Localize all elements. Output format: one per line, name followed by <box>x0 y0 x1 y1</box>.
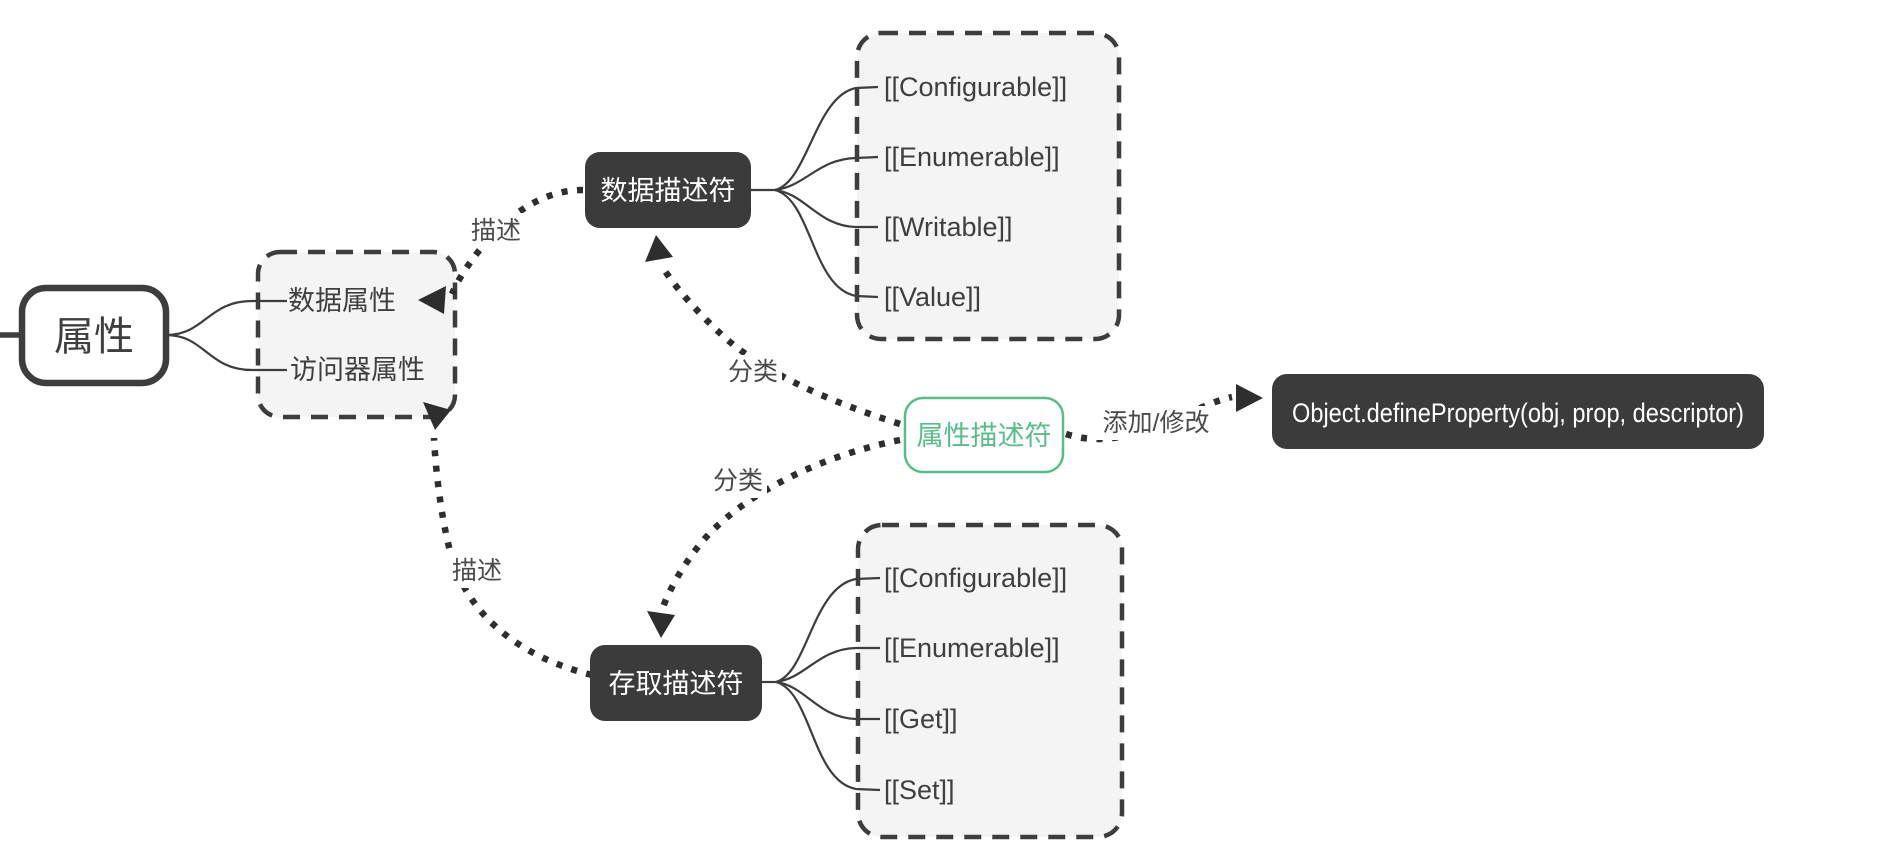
list-item-data-property[interactable]: 数据属性 <box>288 286 396 316</box>
arrow-left-icon <box>418 286 446 314</box>
edge-label-classify-top: 分类 <box>728 358 778 386</box>
arrow-down-icon <box>647 611 675 638</box>
node-accessor-descriptor-shape[interactable] <box>590 645 762 721</box>
connector-accessor-configurable <box>775 576 881 684</box>
label-bg <box>1096 406 1217 440</box>
node-define-property-shape[interactable] <box>1272 374 1764 449</box>
node-property-descriptor-shape[interactable] <box>903 396 1065 474</box>
connector-accessor-enumerable <box>775 646 880 684</box>
label-bg <box>724 355 782 389</box>
data-descriptor-attributes-box[interactable] <box>854 30 1122 342</box>
connector-root-accessor-property <box>165 333 287 372</box>
node-data-descriptor-label: 数据描述符 <box>601 176 736 206</box>
list-item-enumerable[interactable]: [[Enumerable]] <box>884 633 1060 663</box>
node-property-label: 属性 <box>54 315 134 359</box>
edge-label-classify-bottom: 分类 <box>713 467 763 495</box>
node-accessor-descriptor-label: 存取描述符 <box>609 669 744 699</box>
list-item-writable[interactable]: [[Writable]] <box>884 212 1013 242</box>
edge-describe-top <box>449 186 584 296</box>
node-define-property[interactable]: Object.defineProperty(obj, prop, descrip… <box>1272 374 1764 449</box>
connector-root-data-property <box>165 299 287 337</box>
list-item-accessor-property[interactable]: 访问器属性 <box>290 355 425 385</box>
property-types-box[interactable] <box>255 249 458 420</box>
edge-label-add-modify: 添加/修改 <box>1103 409 1210 437</box>
edge-describe-bottom <box>430 437 593 679</box>
edge-label-describe-top: 描述 <box>471 217 521 245</box>
connector-accessor-set <box>775 680 881 792</box>
edge-label-describe-bottom: 描述 <box>452 557 502 585</box>
node-property-descriptor[interactable]: 属性描述符 <box>903 396 1065 474</box>
arrow-up-icon <box>645 235 673 262</box>
label-bg <box>709 464 767 498</box>
list-item-set[interactable]: [[Set]] <box>884 775 955 805</box>
node-accessor-descriptor[interactable]: 存取描述符 <box>590 645 762 721</box>
arrow-up-left-icon <box>423 402 451 430</box>
connector-accessor-get <box>775 680 880 721</box>
node-data-descriptor[interactable]: 数据描述符 <box>585 152 751 228</box>
node-data-descriptor-shape[interactable] <box>585 152 751 228</box>
node-define-property-label: Object.defineProperty(obj, prop, descrip… <box>1292 398 1744 428</box>
list-item-get[interactable]: [[Get]] <box>884 704 958 734</box>
list-item-enumerable[interactable]: [[Enumerable]] <box>884 142 1060 172</box>
accessor-descriptor-attributes-box[interactable] <box>855 522 1125 840</box>
node-property-descriptor-label: 属性描述符 <box>917 421 1052 451</box>
connector-data-value <box>774 188 879 299</box>
node-property[interactable]: 属性 <box>18 284 170 387</box>
list-item-value[interactable]: [[Value]] <box>884 282 981 312</box>
connector-data-writable <box>774 188 878 229</box>
label-bg <box>448 554 506 588</box>
connector-data-enumerable <box>774 155 879 192</box>
list-item-configurable[interactable]: [[Configurable]] <box>884 563 1067 593</box>
arrow-right-icon <box>1236 384 1263 412</box>
connector-data-configurable <box>774 85 879 192</box>
node-property-shape[interactable] <box>18 284 170 387</box>
list-item-configurable[interactable]: [[Configurable]] <box>884 72 1067 102</box>
label-bg <box>468 213 525 247</box>
